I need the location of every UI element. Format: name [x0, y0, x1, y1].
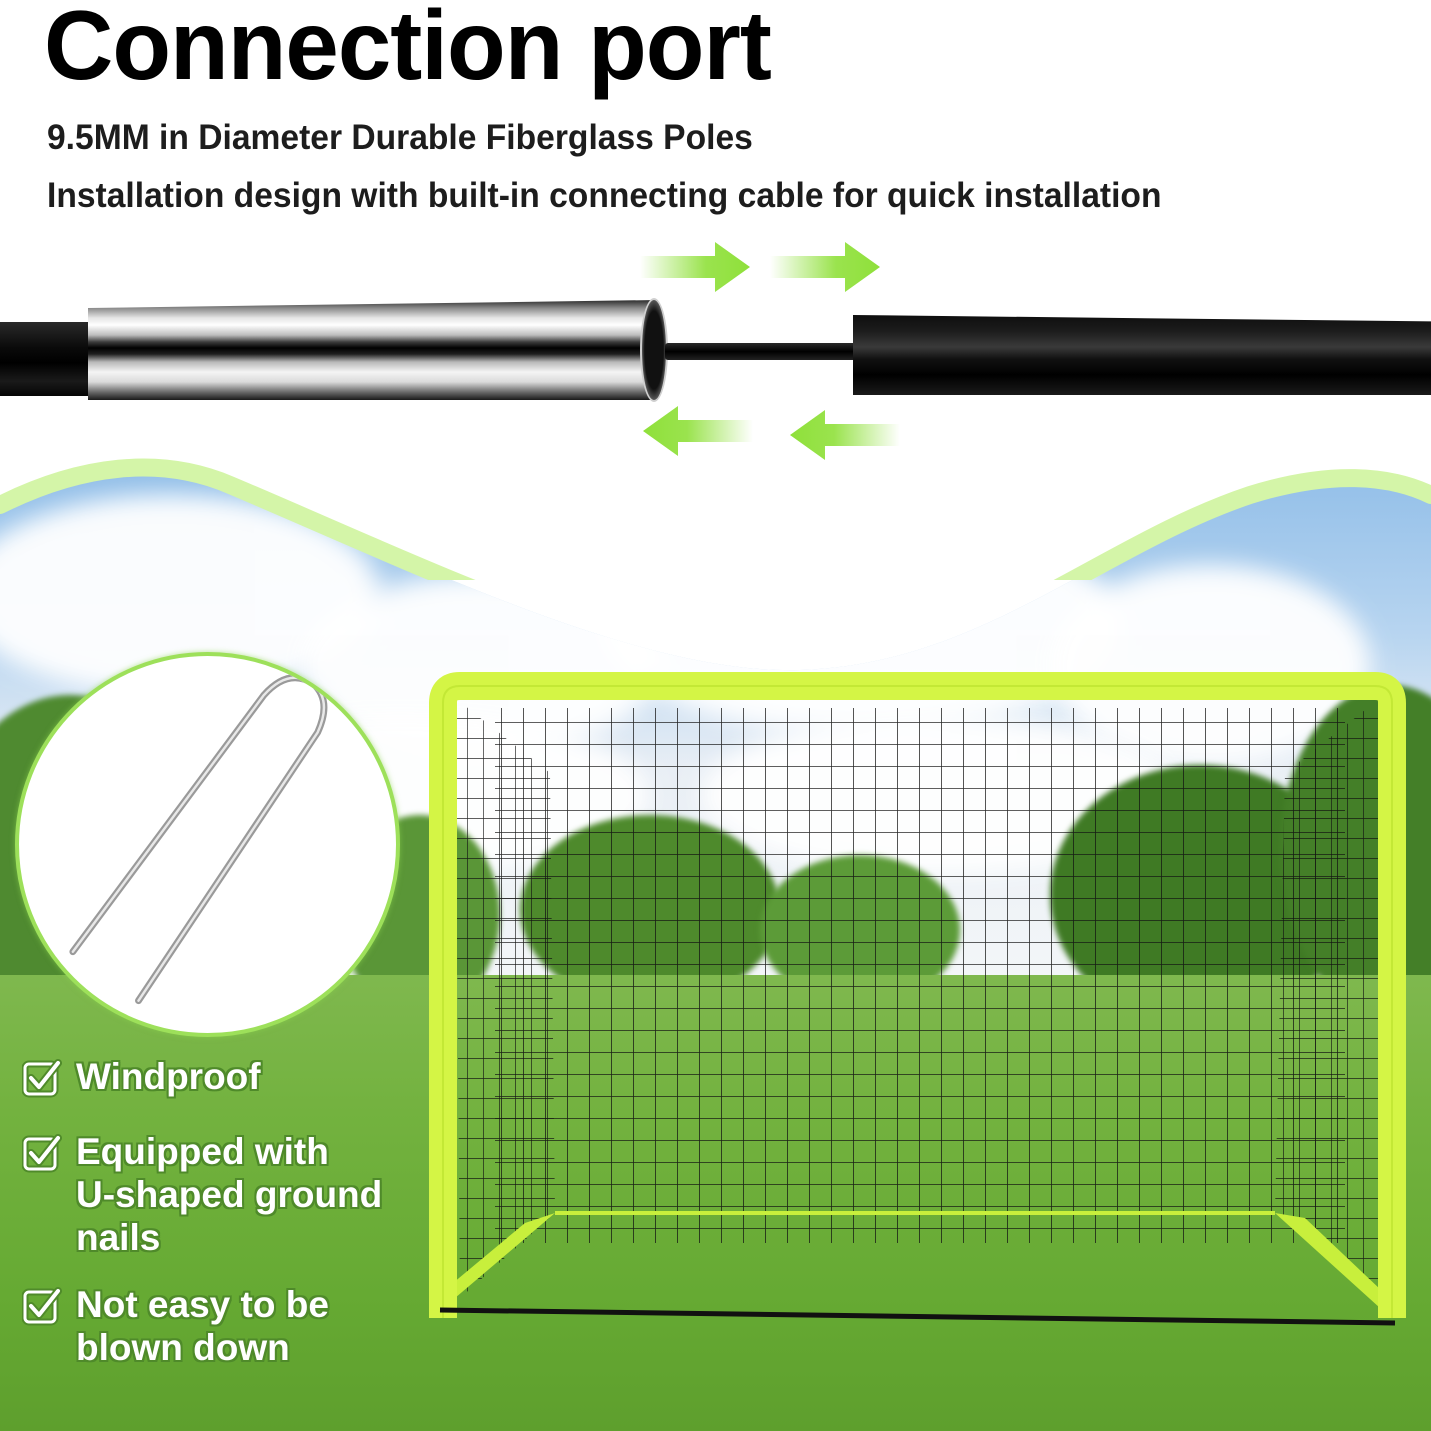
soccer-goal [429, 672, 1406, 1328]
ground-stake-inset [15, 652, 400, 1037]
arrow-right-icon [640, 242, 750, 292]
subtitle-diameter: 9.5MM in Diameter Durable Fiberglass Pol… [47, 118, 753, 157]
checkbox-checked-icon [22, 1059, 62, 1098]
page-title: Connection port [44, 0, 772, 100]
feature-text-line: Equipped with [76, 1131, 329, 1172]
checkbox-checked-icon [22, 1134, 62, 1173]
feature-ground-nails: Equipped with U-shaped ground nails [22, 1130, 382, 1259]
subtitle-installation: Installation design with built-in connec… [47, 176, 1162, 215]
arrow-right-icon [770, 242, 880, 292]
u-shaped-ground-nail-icon [69, 674, 328, 1005]
feature-windproof: Windproof [22, 1055, 261, 1099]
arrow-left-icon [790, 410, 900, 460]
fiberglass-pole-right [853, 315, 1431, 395]
fiberglass-pole-left [0, 322, 95, 396]
connecting-cable [665, 343, 860, 360]
feature-text-line: blown down [76, 1327, 290, 1368]
connection-diagram [0, 230, 1431, 460]
soccer-goal-illustration [429, 672, 1406, 1326]
feature-text-line: Windproof [76, 1056, 261, 1097]
feature-text-line: Not easy to be [76, 1284, 329, 1325]
feature-not-blown-down: Not easy to be blown down [22, 1283, 329, 1369]
arrow-left-icon [643, 406, 753, 456]
metal-ferrule [88, 300, 658, 400]
ferrule-opening [640, 298, 668, 402]
feature-text-line: nails [76, 1217, 161, 1258]
feature-text-line: U-shaped ground [76, 1174, 383, 1215]
checkbox-checked-icon [22, 1287, 62, 1326]
